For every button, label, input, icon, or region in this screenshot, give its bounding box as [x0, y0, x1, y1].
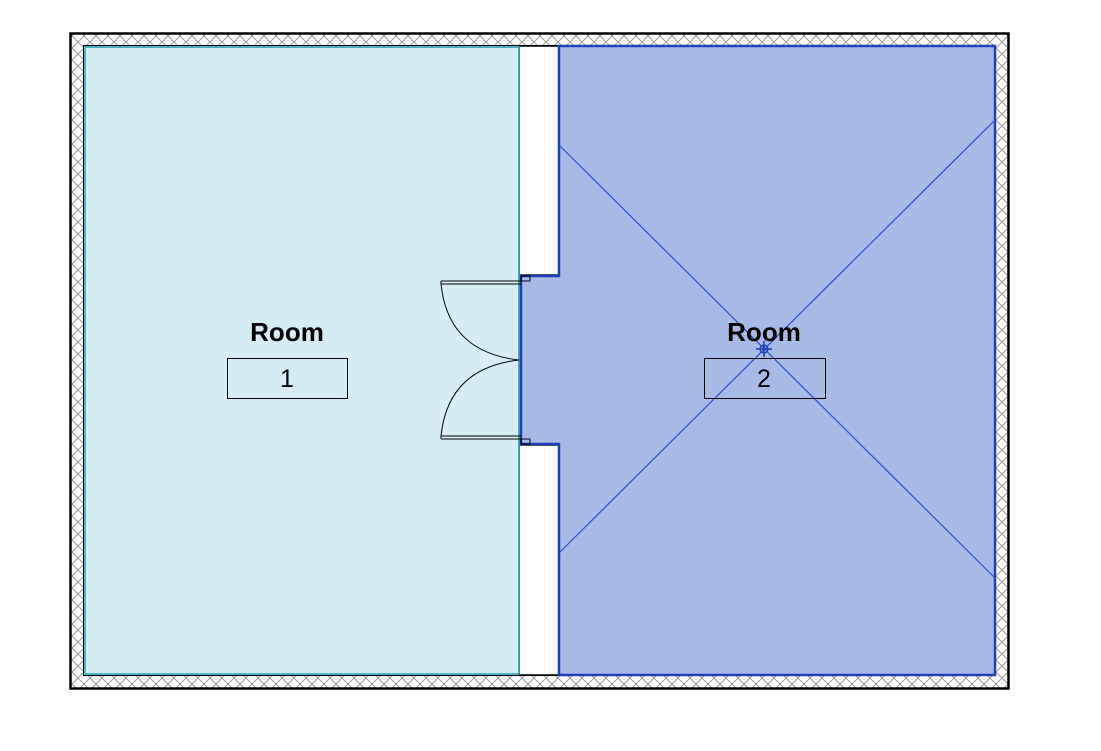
selection-diagonals — [558, 119, 996, 579]
interior-wall[interactable] — [518, 45, 560, 676]
room-1-number: 1 — [280, 365, 294, 393]
move-crosshair-icon[interactable] — [756, 341, 772, 357]
room-2-number: 2 — [757, 365, 771, 393]
room-2[interactable] — [519, 44, 997, 677]
room-tag-2[interactable]: Room 2 — [704, 317, 826, 399]
double-door[interactable] — [440, 275, 531, 445]
room-1-name: Room — [250, 317, 324, 347]
room-1[interactable] — [84, 46, 520, 675]
room-tag-1[interactable]: Room 1 — [227, 317, 348, 399]
